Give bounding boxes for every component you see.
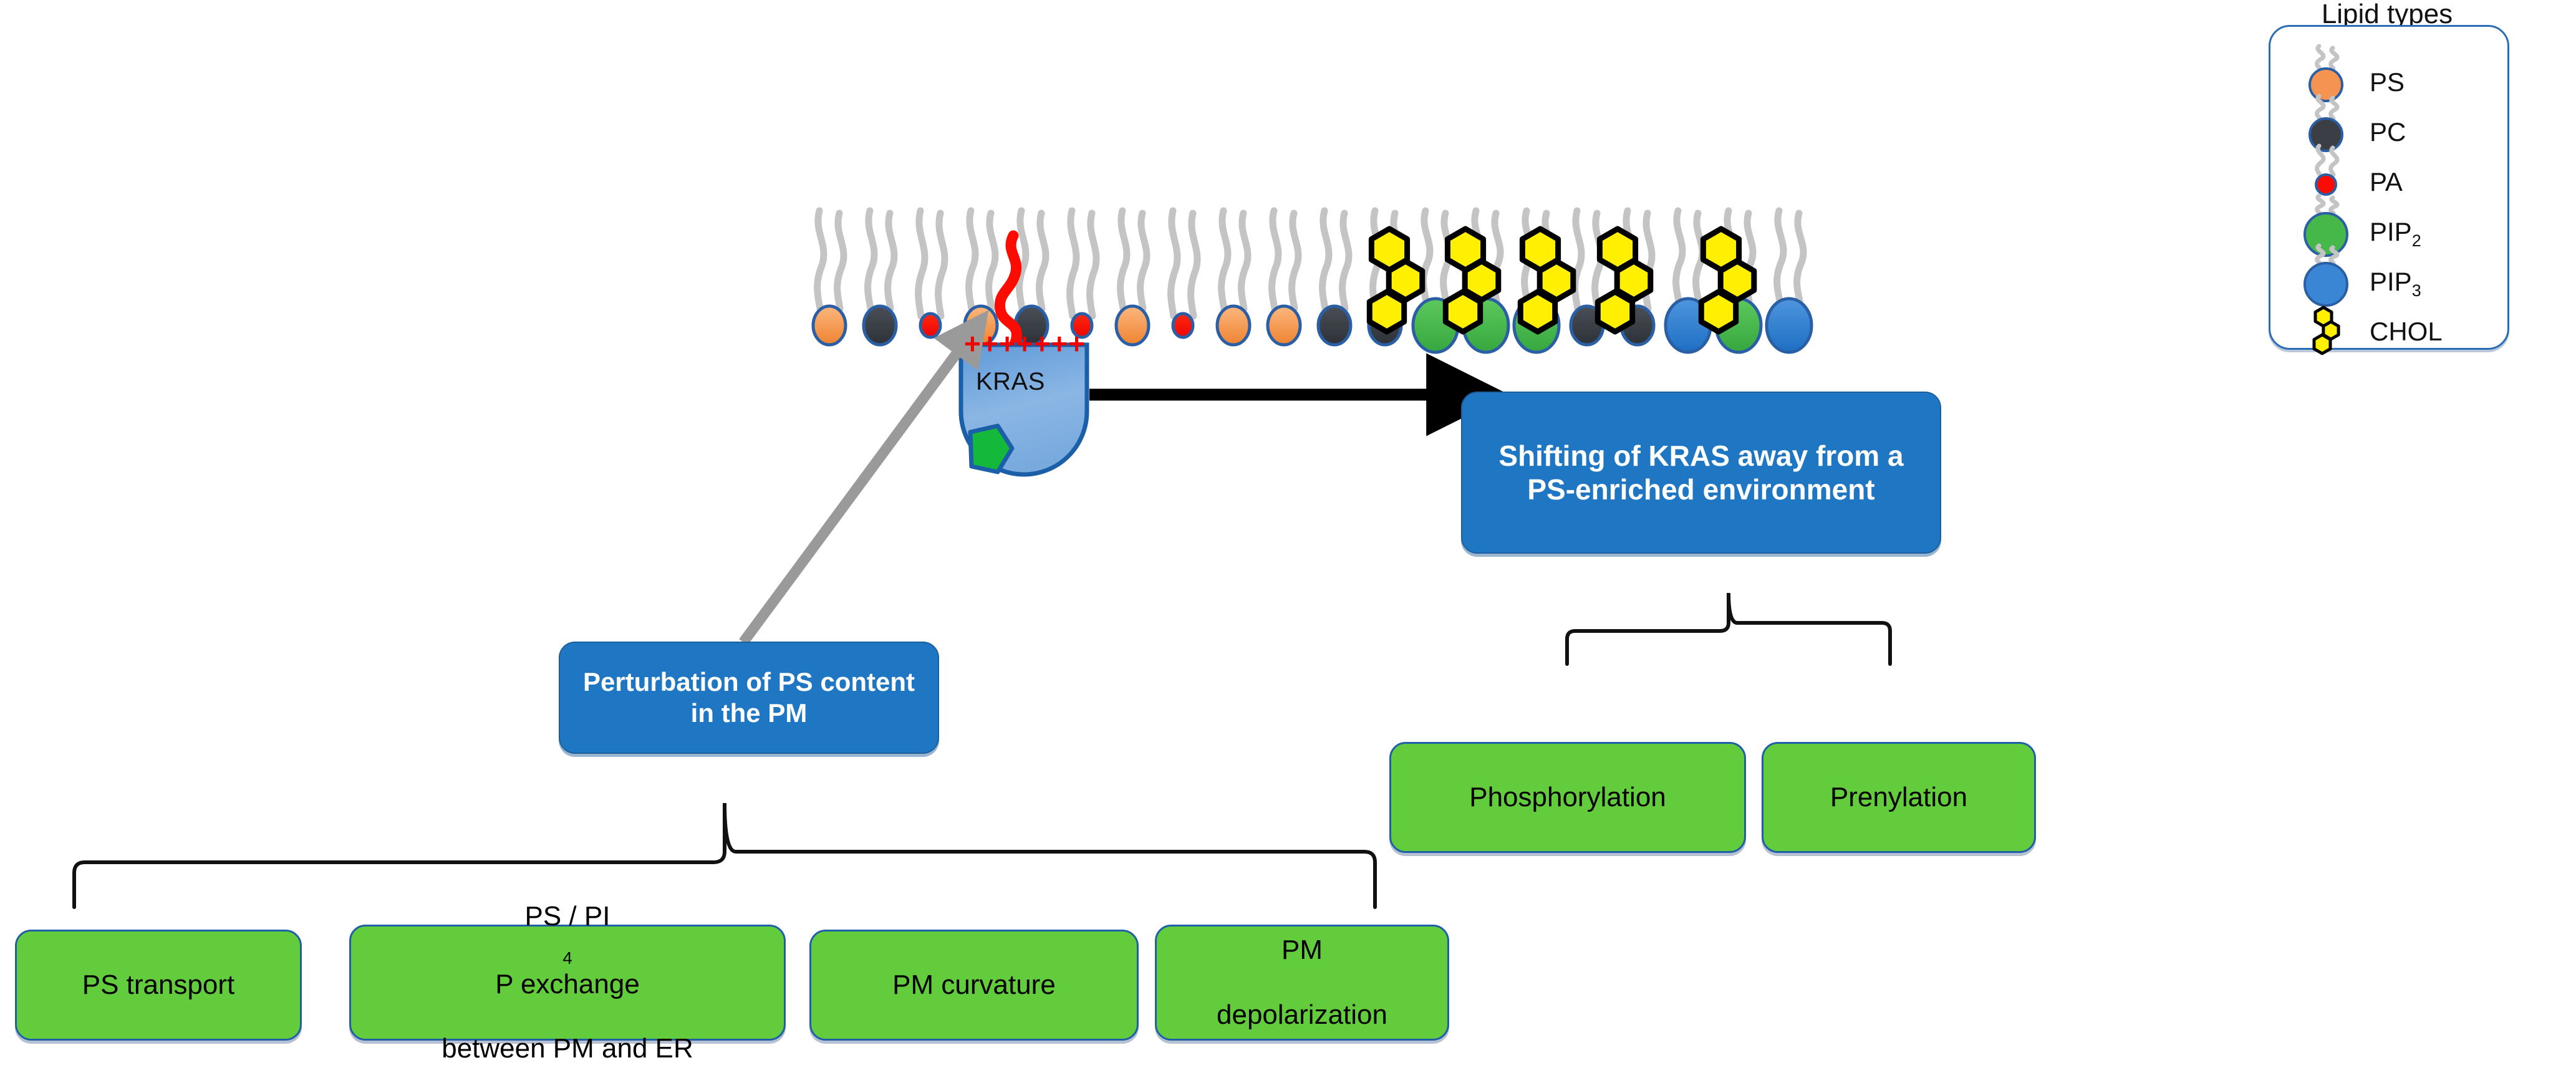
gray-pointer-arrow (739, 310, 989, 646)
legend-label: PA (2370, 167, 2403, 196)
cholesterol-icon (1698, 226, 1757, 335)
legend-title: Lipid types (2321, 0, 2453, 29)
lipid-icon-pa (2282, 143, 2370, 207)
box-perturbation-label: Perturbation of PS content in the PM (582, 667, 915, 728)
exchange-subscript: 4 (562, 948, 572, 968)
box-pm-depolarization-label: PM depolarization (1199, 934, 1405, 1031)
lipid-head-pip3 (1765, 297, 1813, 354)
lipid-icon-pc (2282, 94, 2370, 157)
legend-item-pc: PC (2282, 94, 2494, 157)
cholesterol-icon (1366, 226, 1425, 335)
box-phosphorylation-label: Phosphorylation (1469, 782, 1666, 813)
legend-item-chol: CHOL (2282, 306, 2494, 357)
cholesterol-molecules (1366, 226, 1757, 335)
legend-label: PIP2 (2370, 217, 2421, 250)
exchange-text-b: P exchange (495, 968, 640, 999)
box-phosphorylation[interactable]: Phosphorylation (1389, 742, 1746, 853)
box-prenylation[interactable]: Prenylation (1762, 742, 2036, 853)
box-ps-transport[interactable]: PS transport (15, 930, 302, 1041)
legend-label: PS (2370, 67, 2405, 97)
lipid-icon-pip (2282, 193, 2370, 257)
legend-item-pip2: PIP2 (2282, 193, 2494, 257)
box-pm-curvature[interactable]: PM curvature (809, 930, 1139, 1041)
legend-label: PC (2370, 117, 2406, 147)
legend-label-subscript: 2 (2411, 231, 2421, 250)
pm-depol-line1: PM (1281, 935, 1323, 966)
legend-label-subscript: 3 (2411, 281, 2421, 300)
cholesterol-icon (2282, 306, 2370, 357)
lipid-head-ps (811, 304, 847, 347)
legend-item-ps: PS (2282, 44, 2494, 107)
legend-item-pa: PA (2282, 143, 2494, 207)
cholesterol-icon (1594, 226, 1654, 335)
box-shift-kras[interactable]: Shifting of KRAS away from a PS-enriched… (1461, 392, 1941, 554)
box-ps-transport-label: PS transport (82, 970, 235, 1001)
lipid-head-pc (862, 304, 898, 347)
lipid-head-pc (1316, 304, 1353, 347)
pm-depol-line2: depolarization (1217, 999, 1387, 1030)
bracket-shift (1565, 592, 1892, 666)
lipid-head-ps (1266, 304, 1302, 347)
cholesterol-icon (1442, 226, 1502, 335)
box-shift-kras-label: Shifting of KRAS away from a PS-enriched… (1498, 439, 1904, 506)
lipid-icon-ps (2282, 44, 2370, 107)
cholesterol-icon (1517, 226, 1576, 335)
lipid-head-pa (919, 312, 942, 339)
lipid-head-ps (1114, 304, 1151, 347)
box-pm-curvature-label: PM curvature (892, 970, 1056, 1001)
legend-label: PIP3 (2370, 267, 2421, 300)
legend-item-pip3: PIP3 (2282, 243, 2494, 307)
legend-label: CHOL (2370, 317, 2443, 346)
lipid-head-pa (1070, 312, 1094, 339)
lipid-tails (814, 207, 1807, 320)
lipid-head-pa (1171, 312, 1195, 339)
exchange-text-a: PS / PI (524, 900, 610, 931)
kras-label: KRAS (976, 368, 1045, 395)
positive-charges: +++++++ (964, 327, 1086, 360)
box-prenylation-label: Prenylation (1830, 782, 1968, 813)
box-pm-depolarization[interactable]: PM depolarization (1155, 925, 1449, 1041)
lipid-icon-pip (2282, 243, 2370, 307)
lipid-head-ps (1215, 304, 1252, 347)
gtp-pentagon-icon (968, 423, 1015, 474)
box-perturbation[interactable]: Perturbation of PS content in the PM (559, 642, 939, 754)
exchange-text-c: between PM and ER (441, 1033, 693, 1064)
bracket-perturbation (72, 802, 1377, 909)
